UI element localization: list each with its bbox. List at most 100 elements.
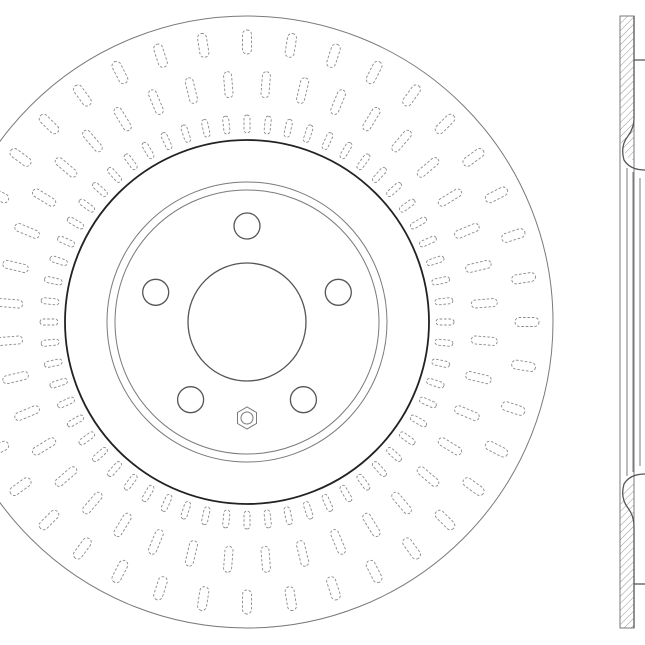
vent-slot — [465, 259, 492, 273]
vent-slot — [141, 484, 155, 503]
vent-slot — [107, 166, 122, 183]
vent-slot — [484, 186, 509, 204]
vent-slot — [242, 29, 252, 55]
vent-slot — [321, 132, 334, 151]
vent-slot — [434, 509, 456, 531]
vent-slot — [416, 466, 440, 487]
vent-slot — [66, 414, 85, 428]
vent-slot — [326, 43, 341, 68]
vent-slot — [514, 317, 540, 327]
vent-slot — [222, 115, 231, 135]
vent-slot — [111, 559, 129, 584]
vent-slot — [391, 129, 412, 153]
vent-slot — [372, 461, 387, 478]
vent-slot — [302, 501, 314, 520]
vent-slot — [470, 298, 498, 309]
vent-slot — [386, 447, 403, 462]
vent-slot — [160, 493, 173, 512]
vent-slot — [372, 166, 387, 183]
vent-slot — [78, 431, 96, 446]
vent-slot — [148, 529, 164, 555]
vent-slot — [197, 33, 210, 58]
vent-slot — [49, 255, 68, 267]
vent-slot — [54, 157, 78, 178]
bolt-hole — [324, 278, 352, 306]
bolt-hole — [142, 278, 170, 306]
vent-slot — [462, 477, 485, 496]
vent-slot — [501, 228, 526, 243]
vent-slot — [330, 89, 346, 115]
vent-slot — [14, 223, 40, 239]
vent-slot — [283, 118, 293, 138]
vent-slot — [38, 509, 60, 531]
bolt-hole — [176, 386, 205, 414]
vent-slot — [263, 509, 272, 529]
vent-slot — [391, 491, 412, 515]
vent-slot — [201, 506, 211, 526]
vent-slot — [43, 358, 63, 368]
section-hatch-lower — [620, 484, 634, 628]
vent-slot — [260, 71, 271, 99]
vent-slot — [511, 272, 536, 285]
rotor-vent-slots — [0, 29, 540, 615]
vent-slot — [153, 576, 168, 601]
vent-slot — [123, 153, 138, 171]
vent-slot — [2, 371, 29, 385]
vent-slot — [113, 106, 132, 132]
vent-slot — [14, 405, 40, 421]
vent-slot — [78, 198, 96, 213]
vent-slot — [398, 198, 416, 213]
vent-slot — [9, 148, 32, 167]
vent-slot — [141, 141, 155, 160]
vent-slot — [148, 89, 164, 115]
vent-slot — [0, 440, 10, 458]
vent-slot — [431, 276, 451, 286]
vent-slot — [66, 216, 85, 230]
vent-slot — [418, 396, 437, 409]
vent-slot — [296, 540, 310, 567]
vent-slot — [402, 84, 421, 107]
vent-slot — [484, 440, 509, 458]
vent-slot — [437, 437, 463, 456]
vent-slot — [409, 216, 428, 230]
vent-slot — [465, 371, 492, 385]
vent-slot — [107, 461, 122, 478]
vent-slot — [386, 182, 403, 197]
vent-slot — [223, 71, 234, 99]
vent-slot — [435, 318, 455, 326]
vent-slot — [0, 298, 24, 309]
vent-slot — [0, 335, 24, 346]
vent-slot — [501, 401, 526, 416]
vent-slot — [201, 118, 211, 138]
vent-slot — [180, 124, 192, 143]
vent-slot — [418, 235, 437, 248]
vent-slot — [82, 491, 103, 515]
vent-slot — [511, 359, 536, 372]
vent-slot — [339, 484, 353, 503]
vent-slot — [40, 297, 60, 306]
vent-slot — [402, 537, 421, 560]
vent-slot — [302, 124, 314, 143]
vent-slot — [54, 466, 78, 487]
vent-slot — [434, 113, 456, 135]
vent-slot — [283, 506, 293, 526]
section-hatch-upper — [620, 16, 634, 160]
vent-slot — [426, 377, 445, 389]
vent-slot — [49, 377, 68, 389]
vent-slot — [362, 512, 381, 538]
vent-slot — [356, 473, 371, 491]
vent-slot — [82, 129, 103, 153]
vent-slot — [91, 447, 108, 462]
vent-slot — [284, 586, 297, 611]
vent-slot — [153, 43, 168, 68]
rotor-front-view — [0, 15, 554, 629]
vent-slot — [57, 235, 76, 248]
bolt-holes — [142, 212, 352, 414]
vent-slot — [111, 60, 129, 85]
vent-slot — [462, 148, 485, 167]
bolt-hole — [233, 212, 261, 240]
vent-slot — [57, 396, 76, 409]
vent-slot — [470, 335, 498, 346]
